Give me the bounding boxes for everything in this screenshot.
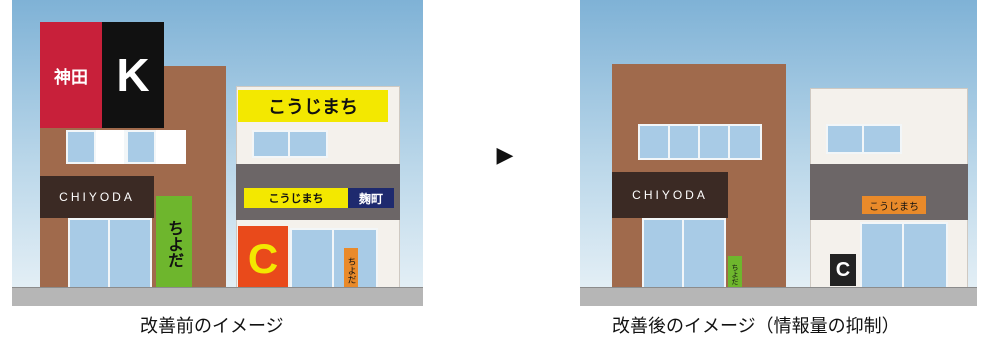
before-green-text: ちよだ xyxy=(165,220,184,268)
after-orange-text: こうじまち xyxy=(869,201,919,213)
before-ground xyxy=(12,287,423,306)
before-chiyoda-text: CHIYODA xyxy=(59,190,135,204)
arrow-icon: ▶ xyxy=(496,142,514,168)
after-chiyoda-band: CHIYODA xyxy=(612,172,728,218)
before-orange-vertical-text: ちよだ xyxy=(345,256,356,284)
before-sign-black-text: K xyxy=(116,49,150,101)
after-black-c-sign: C xyxy=(830,254,856,286)
after-green-sign: ちよだ xyxy=(728,256,742,292)
before-left-shop-window xyxy=(68,218,152,292)
before-sign-red: 神田 xyxy=(40,22,102,128)
before-green-sign: ちよだ xyxy=(156,196,192,292)
before-sign-red-text: 神田 xyxy=(54,67,88,88)
before-sign-black: K xyxy=(102,22,164,128)
before-caption: 改善前のイメージ xyxy=(140,316,284,337)
before-navy-sign: 麹町 xyxy=(348,188,394,208)
before-left-upper-window xyxy=(66,130,186,164)
before-yellow-top-sign: こうじまち xyxy=(238,90,388,122)
after-black-c-text: C xyxy=(835,258,851,281)
before-yellow-small-sign: こうじまち xyxy=(244,188,348,208)
after-orange-sign: こうじまち xyxy=(862,196,926,214)
after-left-upper-window xyxy=(638,124,762,160)
before-navy-text: 麹町 xyxy=(358,191,383,206)
after-scene: CHIYODA ちよだ こうじまち C xyxy=(580,0,977,306)
before-yellow-small-text: こうじまち xyxy=(268,192,324,205)
before-right-upper-window xyxy=(252,130,328,158)
after-caption: 改善後のイメージ（情報量の抑制） xyxy=(612,316,900,337)
after-left-shop-window xyxy=(642,218,726,292)
before-orange-c-text: C xyxy=(247,235,279,282)
after-ground xyxy=(580,287,977,306)
after-green-text: ちよだ xyxy=(731,263,739,285)
before-chiyoda-band: CHIYODA xyxy=(40,176,154,218)
after-right-shop-window xyxy=(860,222,948,292)
before-yellow-top-text: こうじまち xyxy=(268,97,358,118)
after-right-upper-window xyxy=(826,124,902,154)
before-right-shop-window xyxy=(290,228,378,292)
before-orange-vertical-sign: ちよだ xyxy=(344,248,358,292)
after-chiyoda-text: CHIYODA xyxy=(632,188,708,202)
before-orange-c-sign: C xyxy=(238,226,288,292)
before-scene: 神田 K CHIYODA ちよだ こうじまち こうじまち 麹町 C xyxy=(12,0,423,306)
